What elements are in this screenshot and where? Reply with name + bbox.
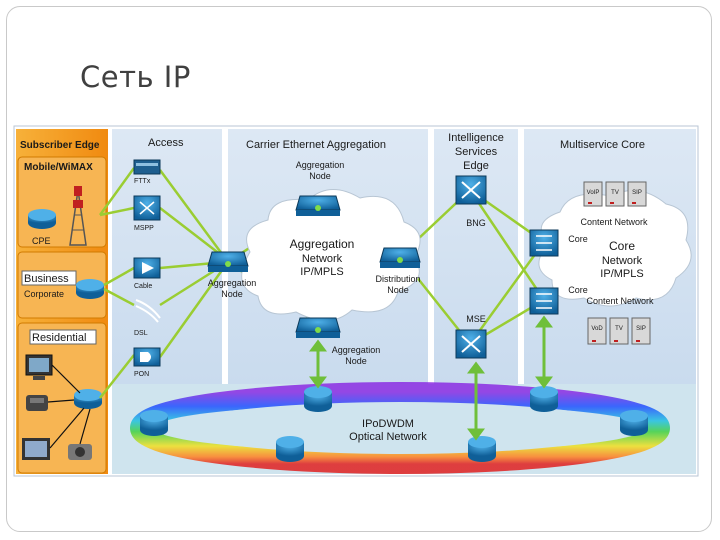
label-cable: Cable [134, 283, 152, 290]
mspp-device-icon [133, 195, 161, 221]
optical-node-top-right-icon [530, 386, 558, 412]
label-tv-bottom: TV [615, 326, 623, 332]
distribution-switch-icon [379, 247, 421, 268]
label-agg-bottom-2: Node [345, 356, 367, 366]
label-mspp: MSPP [134, 225, 154, 232]
residential-link [47, 399, 75, 403]
label-sip-top: SIP [632, 190, 642, 196]
optical-node-left-icon [140, 410, 168, 436]
residential-camera-icon [68, 444, 92, 460]
label-sip-bottom: SIP [636, 326, 646, 332]
label-ipodwdm: IPoDWDM [362, 418, 414, 430]
content-server-bottom-tv [609, 317, 629, 345]
label-mobile: Mobile/WiMAX [24, 162, 93, 173]
content-server-top-tv [605, 181, 625, 207]
aggregation-cloud-title: Aggregation [290, 237, 355, 251]
header-subscriber-edge: Subscriber Edge [20, 140, 100, 151]
label-optical-network: Optical Network [349, 431, 427, 443]
label-dsl: DSL [134, 330, 148, 337]
label-corporate: Corporate [24, 289, 64, 299]
cable-device-icon [133, 257, 161, 279]
label-agg-left-2: Node [221, 289, 243, 299]
business-tag [21, 270, 77, 286]
label-agg-bottom-1: Aggregation [332, 345, 381, 355]
aggregation-cloud-sub: Network [302, 253, 343, 265]
label-fttx: FTTx [134, 178, 151, 185]
residential-tv-icon [22, 438, 50, 460]
core-bottom-router-icon [529, 287, 559, 315]
content-server-bottom-sip [631, 317, 651, 345]
label-core-bottom: Core [568, 285, 588, 295]
label-dist-1: Distribution [375, 274, 420, 284]
header-aggregation: Carrier Ethernet Aggregation [246, 139, 386, 151]
label-content-bottom: Content Network [586, 296, 654, 306]
residential-link [79, 408, 91, 445]
label-agg-left-1: Aggregation [208, 278, 257, 288]
pon-device-icon [133, 347, 161, 367]
label-vod-bottom: VoD [591, 326, 603, 332]
label-cpe: CPE [32, 236, 51, 246]
residential-link [49, 407, 85, 449]
dsl-device-icon [135, 299, 161, 323]
label-residential: Residential [32, 332, 86, 344]
wimax-tower-icon [69, 186, 87, 246]
label-pon: PON [134, 371, 149, 378]
header-intelligence-2: Services [455, 146, 498, 158]
optical-node-top-left-icon [304, 386, 332, 412]
content-server-bottom-vod [587, 317, 607, 345]
core-cloud-sub: Network [602, 255, 643, 267]
cpe-router-icon [28, 209, 56, 229]
aggregation-top-switch-icon [295, 195, 341, 216]
content-server-top-voip [583, 181, 603, 207]
core-cloud-title: Core [609, 239, 635, 253]
header-access: Access [148, 137, 184, 149]
residential-link [51, 364, 81, 394]
optical-node-mid-left-icon [276, 436, 304, 462]
label-content-top: Content Network [580, 217, 648, 227]
label-agg-top-1: Aggregation [296, 160, 345, 170]
label-business: Business [24, 273, 69, 285]
label-tv-top: TV [611, 190, 619, 196]
business-router-icon [76, 279, 104, 299]
label-bng: BNG [466, 218, 486, 228]
optical-uplinks [309, 315, 553, 441]
label-core-top: Core [568, 234, 588, 244]
label-voip-top: VoIP [587, 190, 600, 196]
aggregation-bottom-switch-icon [295, 317, 341, 338]
residential-tag [29, 329, 97, 345]
content-server-top-sip [627, 181, 647, 207]
residential-pc-icon [25, 354, 53, 380]
core-top-router-icon [529, 229, 559, 257]
label-mse: MSE [466, 314, 486, 324]
header-core: Multiservice Core [560, 139, 645, 151]
header-intelligence-3: Edge [463, 160, 489, 172]
bng-router-icon [455, 175, 487, 205]
optical-node-right-icon [620, 410, 648, 436]
fttx-device-icon [133, 159, 161, 175]
core-cloud-proto: IP/MPLS [600, 268, 643, 280]
label-dist-2: Node [387, 285, 409, 295]
mse-router-icon [455, 329, 487, 359]
header-intelligence-1: Intelligence [448, 132, 504, 144]
slide-title: Сеть IP [80, 60, 191, 94]
aggregation-cloud-proto: IP/MPLS [300, 266, 343, 278]
label-agg-top-2: Node [309, 171, 331, 181]
core-cloud [538, 190, 692, 307]
residential-router-icon [74, 389, 102, 409]
residential-phone-icon [26, 395, 48, 411]
aggregation-left-switch-icon [207, 251, 249, 272]
optical-node-mid-right-icon [468, 436, 496, 462]
